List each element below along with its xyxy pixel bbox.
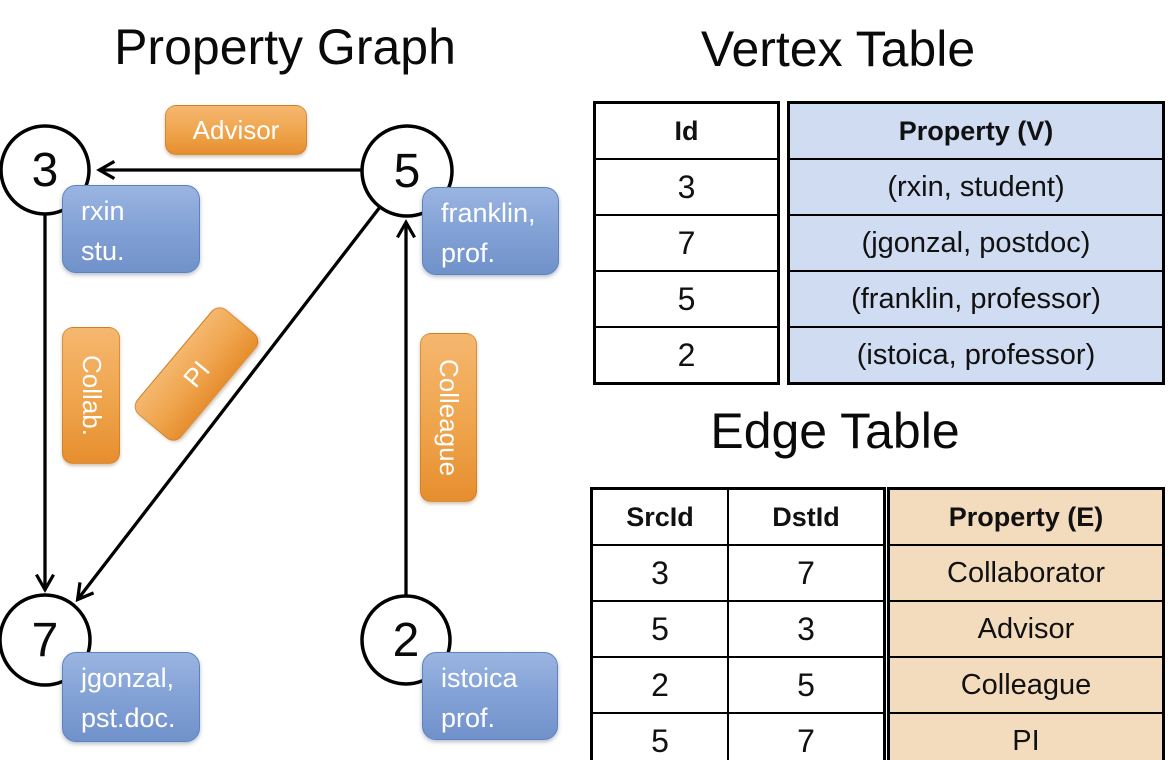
edge-table-property-header: Property (E) [887,487,1165,546]
table-row: (istoica, professor) [787,326,1165,385]
edge-table-title: Edge Table [710,403,960,459]
table-row: (jgonzal, postdoc) [787,214,1165,272]
table-row: 5 3 [590,600,886,658]
vertex-5-line1: franklin, [441,198,536,228]
vertex-2-line2: prof. [441,703,496,733]
table-row: 3 7 [590,544,886,602]
node-7-id: 7 [31,613,59,667]
edge-label-advisor: Advisor [165,105,307,155]
edge-property-cell: PI [887,712,1165,760]
vertex-property-cell: (jgonzal, postdoc) [787,214,1165,272]
table-row: 2 [593,326,780,385]
edge-dst-cell: 7 [727,544,886,602]
table-row: 7 [593,214,780,272]
edge-label-advisor-text: Advisor [192,114,280,145]
vertex-id-cell: 3 [593,158,780,216]
table-row: 3 [593,158,780,216]
vertex-id-cell: 7 [593,214,780,272]
table-row: (franklin, professor) [787,270,1165,328]
vertex-id-cell: 2 [593,326,780,385]
table-row: PI [887,712,1165,760]
vertex-property-cell: (franklin, professor) [787,270,1165,328]
vertex-property-box-3: rxin stu. [62,185,200,273]
vertex-7-line1: jgonzal, [81,663,175,693]
property-graph-title: Property Graph [114,19,456,75]
node-2-id: 2 [392,613,420,667]
vertex-table-property-header: Property (V) [787,101,1165,160]
vertex-table-property-column: Property (V) (rxin, student) (jgonzal, p… [787,101,1165,385]
edge-label-colleague: Colleague [420,333,477,502]
node-5-id: 5 [393,144,421,198]
table-row: 2 5 [590,656,886,714]
edge-src-cell: 2 [590,656,729,714]
edge-dst-cell: 3 [727,600,886,658]
node-3-id: 3 [31,143,59,197]
vertex-5-line2: prof. [441,238,496,268]
edge-src-cell: 3 [590,544,729,602]
vertex-3-line2: stu. [81,236,125,266]
vertex-property-cell: (rxin, student) [787,158,1165,216]
vertex-7-line2: pst.doc. [81,703,176,733]
vertex-property-box-2: istoica prof. [422,652,558,740]
edge-src-cell: 5 [590,712,729,760]
vertex-property-box-7: jgonzal, pst.doc. [62,652,200,742]
edge-table-srcid-header: SrcId [590,487,729,546]
table-row: Colleague [887,656,1165,714]
property-graph-diagram [0,124,454,687]
table-row: Advisor [887,600,1165,658]
vertex-table-title: Vertex Table [700,21,976,77]
edge-5-to-7-pi [75,205,382,603]
vertex-property-cell: (istoica, professor) [787,326,1165,385]
edge-table-id-columns: SrcId DstId 3 7 5 3 2 5 5 7 [590,487,886,760]
vertex-property-box-5: franklin, prof. [422,187,559,275]
table-row: 5 7 [590,712,886,760]
edge-label-pi-text: PI [176,354,216,393]
edge-dst-cell: 7 [727,712,886,760]
vertex-2-line1: istoica [441,663,518,693]
edge-label-collab-text: Collab. [76,355,107,436]
table-row: 5 [593,270,780,328]
table-row: (rxin, student) [787,158,1165,216]
edge-property-cell: Colleague [887,656,1165,714]
vertex-3-line1: rxin [81,196,125,226]
edge-dst-cell: 5 [727,656,886,714]
table-row: Collaborator [887,544,1165,602]
edge-src-cell: 5 [590,600,729,658]
edge-table-dstid-header: DstId [727,487,886,546]
edge-property-cell: Advisor [887,600,1165,658]
edge-table-property-column: Property (E) Collaborator Advisor Collea… [887,487,1165,760]
vertex-id-cell: 5 [593,270,780,328]
vertex-table-id-column: Id 3 7 5 2 [593,101,780,385]
edge-property-cell: Collaborator [887,544,1165,602]
edge-label-collab: Collab. [62,327,120,464]
vertex-table-id-header: Id [593,101,780,160]
edge-label-colleague-text: Colleague [434,358,464,477]
